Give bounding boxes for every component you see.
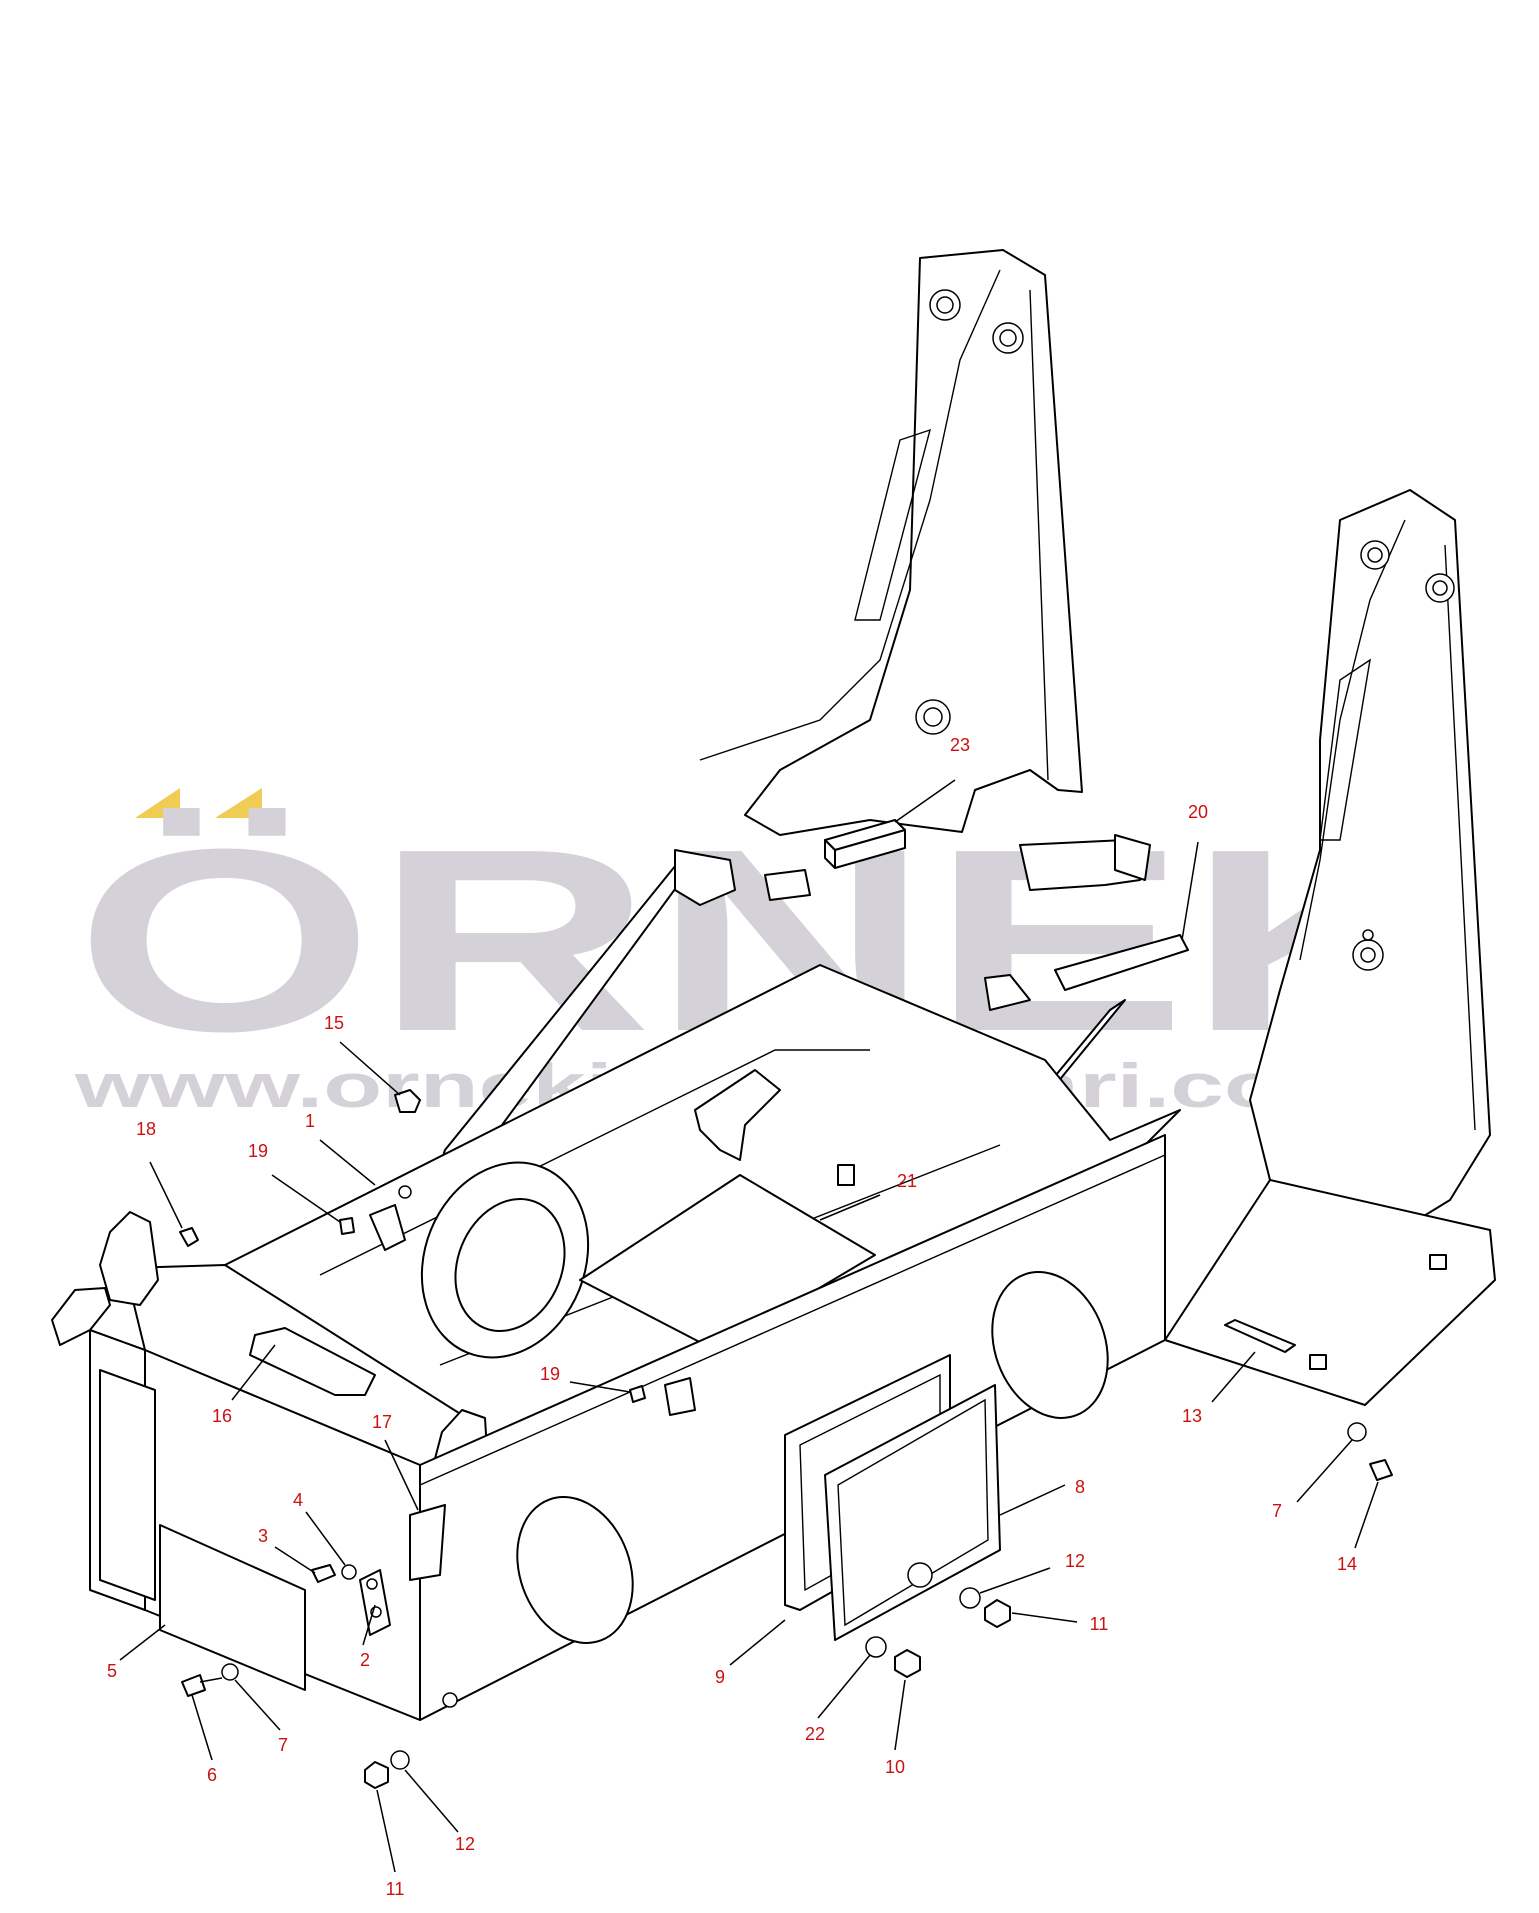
callout-7-left: 7: [278, 1735, 288, 1755]
callout-16: 16: [212, 1406, 232, 1426]
plate-5: [159, 1524, 306, 1691]
leader-19-right: [569, 1381, 631, 1393]
bolt-14: [1369, 1459, 1393, 1481]
leader-20: [1181, 841, 1199, 941]
plug-19-right: [629, 1385, 646, 1403]
callout-20: 20: [1188, 802, 1208, 822]
leader-11-left: [376, 1789, 396, 1873]
left-lug-rear: [99, 1211, 159, 1306]
leader-4: [305, 1511, 346, 1566]
callout-13: 13: [1182, 1406, 1202, 1426]
leader-lines: [119, 779, 1379, 1873]
leader-11-right: [1011, 1612, 1078, 1623]
bolt-6: [181, 1674, 206, 1697]
callouts: 1 2 3 4 5 6 7 7 8 9 10 11 11 12 12 13 14…: [107, 735, 1357, 1899]
callout-1: 1: [305, 1111, 315, 1131]
leader-9: [729, 1619, 786, 1666]
callout-11-right: 11: [1090, 1614, 1109, 1634]
callout-14: 14: [1337, 1554, 1357, 1574]
left-upright-tower: [744, 249, 1083, 836]
decal-16: [249, 1327, 376, 1396]
callout-19-left: 19: [248, 1141, 268, 1161]
washer-7-right: [1347, 1422, 1367, 1442]
callout-12-right: 12: [1065, 1551, 1085, 1571]
leader-6: [191, 1694, 213, 1761]
callout-9: 9: [715, 1667, 725, 1687]
plug-19-left: [339, 1217, 355, 1235]
leader-22: [817, 1654, 871, 1719]
plug-18: [179, 1227, 199, 1247]
watermark-accent-left: [135, 788, 180, 818]
bracket-mid: [664, 1377, 696, 1416]
callout-21: 21: [897, 1171, 917, 1191]
nut-11-right: [984, 1599, 1011, 1628]
callout-5: 5: [107, 1661, 117, 1681]
leader-23: [894, 779, 956, 823]
washer-4: [341, 1564, 357, 1580]
leader-12-left: [404, 1769, 459, 1833]
nut-11-left: [364, 1761, 389, 1789]
leader-7-right: [1296, 1439, 1353, 1503]
loader-frame-drawing: [51, 249, 1496, 1789]
leader-15: [339, 1041, 401, 1096]
callout-8: 8: [1075, 1477, 1085, 1497]
leader-3: [274, 1546, 316, 1574]
nut-10: [894, 1649, 921, 1678]
center-bracket: [694, 1069, 781, 1161]
washer-7-left: [221, 1663, 239, 1681]
leader-1: [319, 1139, 376, 1186]
callout-6: 6: [207, 1765, 217, 1785]
leader-2: [362, 1604, 376, 1646]
leader-5: [119, 1624, 166, 1661]
leader-13: [1211, 1351, 1256, 1403]
callout-17: 17: [372, 1412, 392, 1432]
plug-15: [394, 1089, 421, 1113]
washer-12-left: [390, 1750, 410, 1770]
leader-19-left: [271, 1174, 341, 1223]
center-flange: [420, 1161, 590, 1359]
callout-4: 4: [293, 1490, 303, 1510]
leader-21: [819, 1194, 881, 1221]
leader-14: [1354, 1481, 1379, 1549]
callout-15: 15: [324, 1013, 344, 1033]
leader-12-right: [979, 1567, 1051, 1594]
cover-plate-8: [824, 1384, 1001, 1641]
callout-23: 23: [950, 735, 970, 755]
leader-18: [149, 1161, 183, 1229]
callout-22: 22: [805, 1724, 825, 1744]
leader-10: [894, 1679, 906, 1751]
cross-member-20: [1054, 934, 1189, 991]
callout-11-left: 11: [386, 1879, 405, 1899]
leader-17: [384, 1439, 419, 1511]
rear-platform: [1164, 1179, 1496, 1406]
callout-10: 10: [885, 1757, 905, 1777]
callout-2: 2: [360, 1650, 370, 1670]
callout-18: 18: [136, 1119, 156, 1139]
bracket-top: [369, 1204, 406, 1251]
callout-3: 3: [258, 1526, 268, 1546]
washer-12-right: [959, 1587, 981, 1609]
leader-7-left: [234, 1679, 281, 1731]
callout-7-right: 7: [1272, 1501, 1282, 1521]
leader-8: [999, 1484, 1066, 1516]
cover-plate-21: [579, 1174, 876, 1351]
washer-22: [865, 1636, 887, 1658]
callout-12-left: 12: [455, 1834, 475, 1854]
watermark-accent-right: [215, 788, 262, 818]
bracket-17: [409, 1504, 446, 1581]
leader-16: [231, 1344, 276, 1401]
bracket-13: [1224, 1319, 1296, 1353]
callout-19-right: 19: [540, 1364, 560, 1384]
